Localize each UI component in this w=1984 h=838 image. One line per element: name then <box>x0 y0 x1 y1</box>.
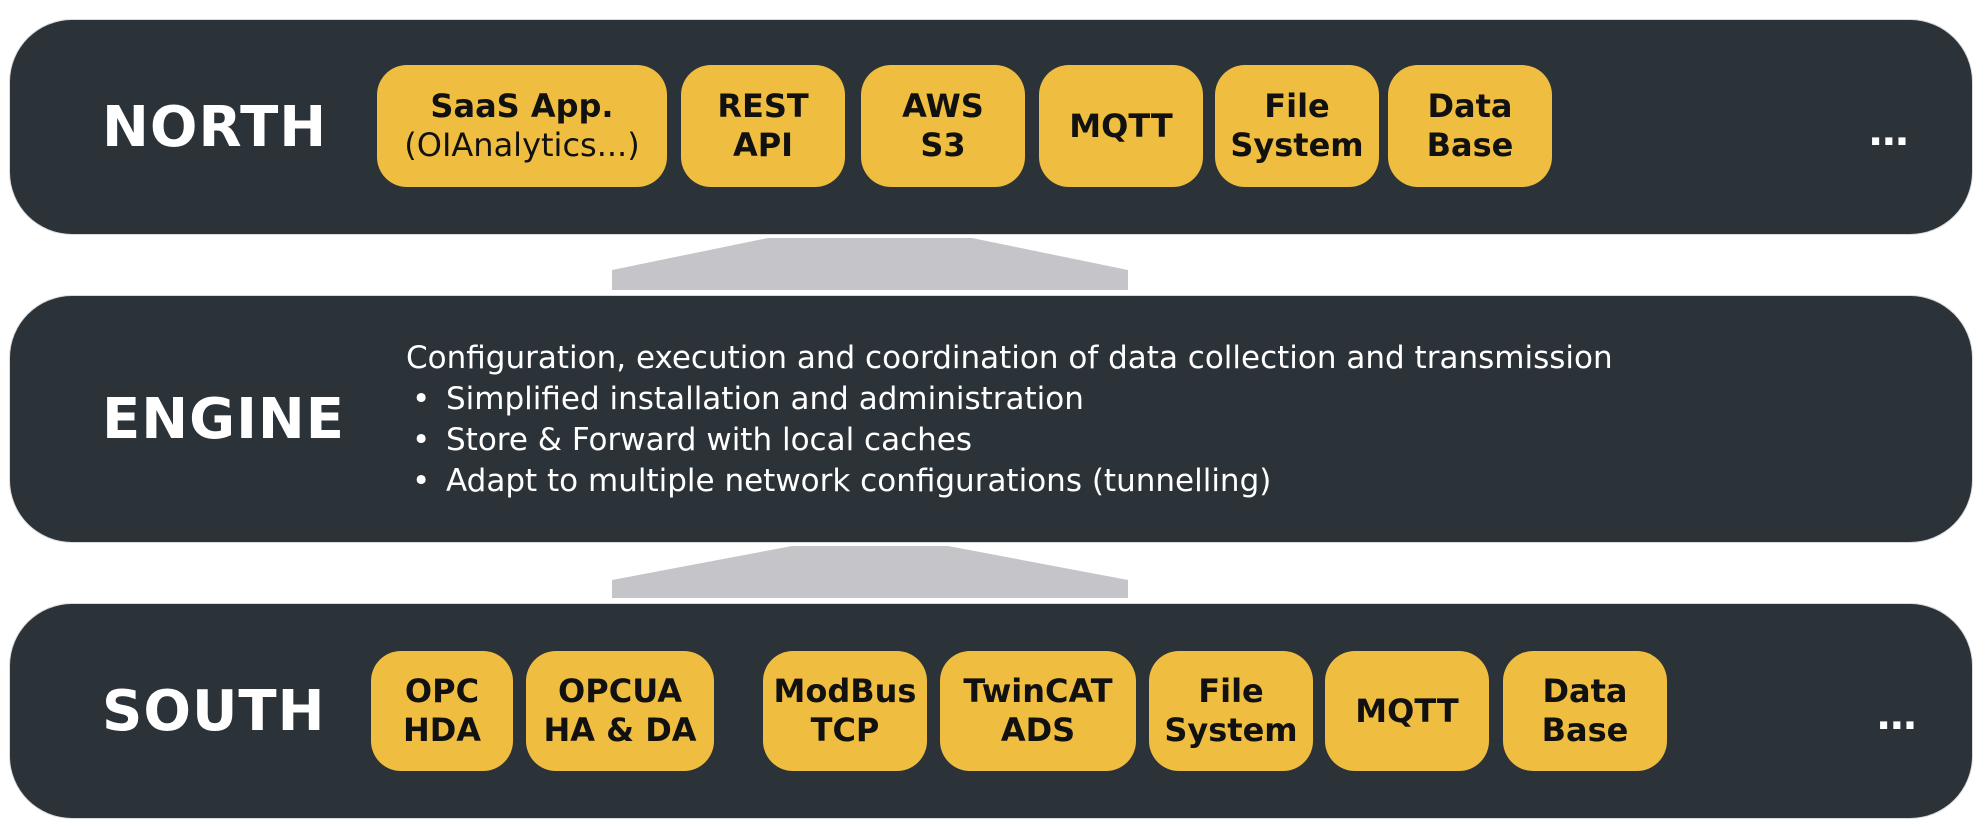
engine-bullet-item: • Adapt to multiple network configuratio… <box>406 461 1613 502</box>
north-chip-data-base: Data Base <box>1388 65 1552 187</box>
south-chip-file-system: File System <box>1149 651 1313 771</box>
chip-line: HDA <box>402 711 482 749</box>
north-layer: NORTH SaaS App. (OIAnalytics...) REST AP… <box>10 20 1972 234</box>
north-chip-rest-api: REST API <box>681 65 845 187</box>
chip-line: REST <box>717 87 809 125</box>
chip-line: TCP <box>810 711 880 749</box>
south-chip-mqtt: MQTT <box>1325 651 1489 771</box>
chip-line: (OIAnalytics...) <box>404 126 640 164</box>
engine-bullet-text: Store & Forward with local caches <box>446 422 973 458</box>
chip-line: ModBus <box>773 672 917 710</box>
chip-line: TwinCAT <box>963 672 1113 710</box>
south-chip-opc-hda: OPC HDA <box>371 651 513 771</box>
north-chip-aws-s3: AWS S3 <box>861 65 1025 187</box>
bullet-icon: • <box>412 381 431 417</box>
engine-layer: ENGINE Configuration, execution and coor… <box>10 296 1972 542</box>
south-layer: SOUTH OPC HDA OPCUA HA & DA ModBus TCP T… <box>10 604 1972 818</box>
south-chip-twincat-ads: TwinCAT ADS <box>940 651 1136 771</box>
chip-line: SaaS App. <box>430 87 614 125</box>
engine-bullet-text: Simplified installation and administrati… <box>446 381 1084 417</box>
chip-line: OPCUA <box>558 672 682 710</box>
engine-description-block: Configuration, execution and coordinatio… <box>406 338 1613 502</box>
south-chip-modbus-tcp: ModBus TCP <box>763 651 927 771</box>
chip-line: MQTT <box>1069 106 1173 145</box>
chip-line: AWS <box>902 87 984 125</box>
chip-line: File <box>1198 672 1264 710</box>
north-engine-connector <box>612 238 1128 290</box>
north-chip-file-system: File System <box>1215 65 1379 187</box>
north-chip-saas-app: SaaS App. (OIAnalytics...) <box>377 65 667 187</box>
chip-line: Base <box>1426 126 1514 164</box>
chip-line: System <box>1164 711 1298 749</box>
chip-line: Data <box>1542 672 1628 710</box>
chip-line: MQTT <box>1355 691 1459 730</box>
chip-line: OPC <box>404 672 480 710</box>
chip-line: S3 <box>920 126 966 164</box>
north-chip-mqtt: MQTT <box>1039 65 1203 187</box>
south-layer-title: SOUTH <box>102 679 326 744</box>
bullet-icon: • <box>412 463 431 499</box>
chip-line: System <box>1230 126 1364 164</box>
chip-line: File <box>1264 87 1330 125</box>
chip-line: HA & DA <box>543 711 697 749</box>
chip-line: API <box>732 126 794 164</box>
bullet-icon: • <box>412 422 431 458</box>
south-chip-data-base: Data Base <box>1503 651 1667 771</box>
engine-south-connector <box>612 546 1128 598</box>
engine-layer-title: ENGINE <box>102 387 346 452</box>
south-more-ellipsis: ... <box>1876 693 1918 739</box>
engine-description: Configuration, execution and coordinatio… <box>406 340 1613 376</box>
north-more-ellipsis: ... <box>1868 109 1910 155</box>
engine-bullet-item: • Simplified installation and administra… <box>406 379 1613 420</box>
engine-bullet-item: • Store & Forward with local caches <box>406 420 1613 461</box>
south-chip-opcua: OPCUA HA & DA <box>526 651 714 771</box>
chip-line: Data <box>1427 87 1513 125</box>
chip-line: ADS <box>1000 711 1076 749</box>
chip-line: Base <box>1541 711 1629 749</box>
engine-bullet-text: Adapt to multiple network configurations… <box>446 463 1272 499</box>
north-layer-title: NORTH <box>102 95 328 160</box>
